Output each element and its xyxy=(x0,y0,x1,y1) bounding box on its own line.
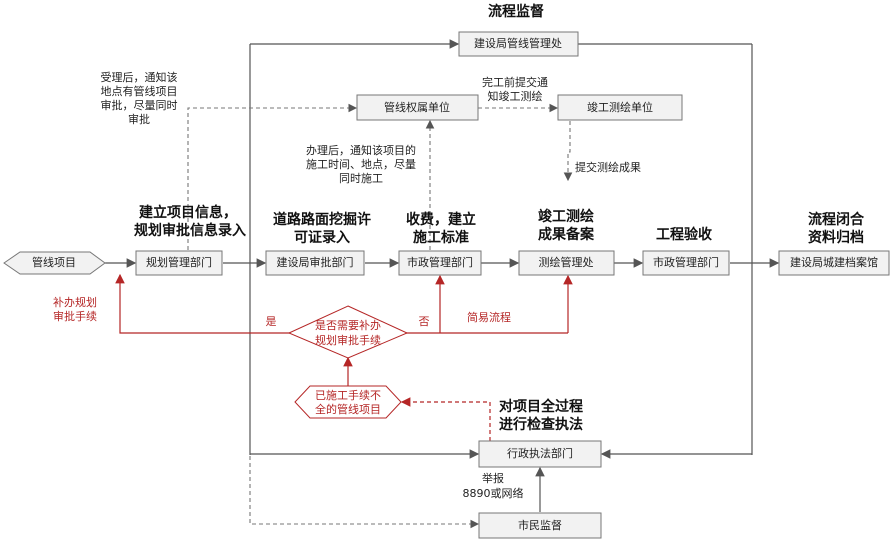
svg-text:审批手续: 审批手续 xyxy=(53,309,97,323)
svg-text:规划管理部门: 规划管理部门 xyxy=(146,255,212,269)
stage-label-6: 流程闭合 资料归档 xyxy=(808,211,865,246)
stage-label-5: 工程验收 xyxy=(656,226,713,243)
node-pipeline-owner: 管线权属单位 xyxy=(356,94,479,121)
node-completion-survey: 竣工测绘单位 xyxy=(557,94,683,121)
stage-label-4: 竣工测绘 成果备案 xyxy=(538,208,595,243)
svg-text:市政管理部门: 市政管理部门 xyxy=(407,255,473,269)
svg-text:地点有管线项目: 地点有管线项目 xyxy=(101,84,178,98)
svg-text:测绘管理处: 测绘管理处 xyxy=(539,255,594,269)
diagram-title: 流程监督 xyxy=(488,3,544,20)
svg-text:建设局城建档案馆: 建设局城建档案馆 xyxy=(790,255,878,269)
label-yes: 是 xyxy=(266,315,277,328)
node-decision: 是否需要补办 规划审批手续 xyxy=(287,305,409,359)
svg-text:管线权属单位: 管线权属单位 xyxy=(384,100,450,114)
svg-text:管线项目: 管线项目 xyxy=(32,255,76,269)
annotation-supplement: 补办规划 审批手续 xyxy=(53,295,97,323)
svg-text:举报: 举报 xyxy=(482,471,504,485)
svg-text:资料归档: 资料归档 xyxy=(808,229,864,246)
svg-text:办理后，通知该项目的: 办理后，通知该项目的 xyxy=(306,143,416,157)
node-pipeline-mgmt-office: 建设局管线管理处 xyxy=(458,31,579,57)
stage-label-7: 对项目全过程 进行检查执法 xyxy=(499,398,583,433)
stage-label-1: 建立项目信息， 规划审批信息录入 xyxy=(134,204,246,239)
label-simple-flow: 简易流程 xyxy=(467,310,511,324)
svg-text:对项目全过程: 对项目全过程 xyxy=(499,398,583,415)
edge-to-citizen xyxy=(249,456,480,529)
annotation-report: 举报 8890或网络 xyxy=(463,471,524,500)
svg-text:补办规划: 补办规划 xyxy=(53,295,97,309)
node-construction-approval: 建设局审批部门 xyxy=(265,250,365,276)
svg-text:竣工测绘: 竣工测绘 xyxy=(538,208,594,225)
svg-text:规划审批信息录入: 规划审批信息录入 xyxy=(134,222,246,239)
node-citizen-supervision: 市民监督 xyxy=(478,512,602,539)
svg-text:进行检查执法: 进行检查执法 xyxy=(499,416,583,433)
svg-text:市民监督: 市民监督 xyxy=(518,518,562,532)
svg-text:施工标准: 施工标准 xyxy=(413,229,469,246)
svg-text:可证录入: 可证录入 xyxy=(294,230,350,246)
svg-text:审批，尽量同时: 审批，尽量同时 xyxy=(101,98,178,112)
svg-text:竣工测绘单位: 竣工测绘单位 xyxy=(587,100,653,114)
svg-text:审批: 审批 xyxy=(128,112,150,126)
svg-text:工程验收: 工程验收 xyxy=(656,226,713,243)
label-no: 否 xyxy=(419,315,430,328)
node-pipeline-project: 管线项目 xyxy=(3,251,106,275)
svg-text:流程闭合: 流程闭合 xyxy=(808,211,865,228)
svg-text:完工前提交通: 完工前提交通 xyxy=(482,75,548,89)
svg-text:是否需要补办: 是否需要补办 xyxy=(315,319,381,332)
node-municipal-dept-2: 市政管理部门 xyxy=(642,250,730,276)
annotation-submit-survey: 提交测绘成果 xyxy=(575,160,641,174)
node-incomplete-projects: 已施工手续不 全的管线项目 xyxy=(294,385,402,419)
svg-text:成果备案: 成果备案 xyxy=(538,226,595,243)
svg-text:受理后，通知该: 受理后，通知该 xyxy=(101,70,178,84)
svg-text:同时施工: 同时施工 xyxy=(339,172,383,185)
node-admin-enforcement: 行政执法部门 xyxy=(478,440,602,468)
edge-planning-to-owner xyxy=(187,103,358,250)
stage-label-2: 道路路面挖掘许 可证录入 xyxy=(273,211,371,246)
svg-text:全的管线项目: 全的管线项目 xyxy=(315,402,381,416)
annotation-after-process: 办理后，通知该项目的 施工时间、地点，尽量 同时施工 xyxy=(306,143,416,185)
node-planning-dept: 规划管理部门 xyxy=(135,250,223,276)
svg-text:已施工手续不: 已施工手续不 xyxy=(315,388,381,402)
svg-text:行政执法部门: 行政执法部门 xyxy=(507,446,573,460)
svg-text:建设局审批部门: 建设局审批部门 xyxy=(277,255,354,269)
edge-enforcement-to-incomplete xyxy=(400,397,491,441)
edge-survey-unit-to-mgmt xyxy=(563,121,573,182)
svg-text:规划审批手续: 规划审批手续 xyxy=(315,333,381,347)
svg-text:8890或网络: 8890或网络 xyxy=(463,486,524,500)
stage-label-3: 收费，建立 施工标准 xyxy=(406,211,476,246)
svg-text:收费，建立: 收费，建立 xyxy=(406,211,476,228)
node-survey-mgmt: 测绘管理处 xyxy=(518,250,615,276)
svg-text:道路路面挖掘许: 道路路面挖掘许 xyxy=(273,211,371,228)
svg-text:市政管理部门: 市政管理部门 xyxy=(653,255,719,269)
svg-text:建立项目信息，: 建立项目信息， xyxy=(139,204,237,221)
svg-text:建设局管线管理处: 建设局管线管理处 xyxy=(474,36,562,50)
node-municipal-dept-1: 市政管理部门 xyxy=(398,250,482,276)
node-archives: 建设局城建档案馆 xyxy=(778,250,890,276)
svg-text:知竣工测绘: 知竣工测绘 xyxy=(488,89,543,103)
annotation-after-accept: 受理后，通知该 地点有管线项目 审批，尽量同时 审批 xyxy=(101,70,178,126)
annotation-notify-completion: 完工前提交通 知竣工测绘 xyxy=(482,75,548,103)
svg-text:施工时间、地点，尽量: 施工时间、地点，尽量 xyxy=(306,158,416,171)
edge-decision-yes xyxy=(115,273,290,334)
